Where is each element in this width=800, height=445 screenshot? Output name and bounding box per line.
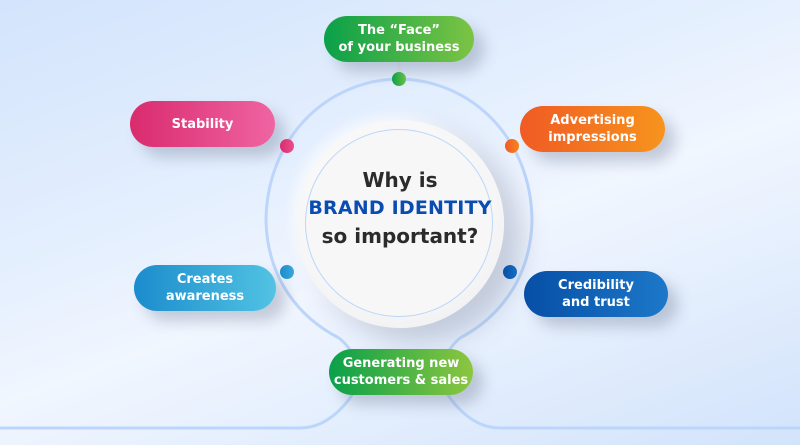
- node-label: Advertising impressions: [548, 113, 637, 145]
- node-label: Creates awareness: [165, 272, 245, 304]
- node-label: The “Face” of your business: [338, 23, 460, 55]
- node-label: Credibility and trust: [558, 278, 634, 310]
- center-line-brand: BRAND IDENTITY: [308, 197, 492, 219]
- center-line-1: Why is: [362, 168, 438, 192]
- node-stability: Stability: [130, 101, 275, 147]
- dot-credibility: [503, 265, 517, 279]
- node-credibility-trust: Credibility and trust: [524, 271, 668, 317]
- node-label: Generating new customers & sales: [333, 356, 469, 388]
- dot-stability: [280, 139, 294, 153]
- node-generating-customers: Generating new customers & sales: [329, 349, 473, 395]
- center-line-3: so important?: [321, 224, 479, 248]
- dot-face: [392, 72, 406, 86]
- dot-advertising: [505, 139, 519, 153]
- node-creates-awareness: Creates awareness: [134, 265, 276, 311]
- center-inner-ring: [305, 129, 493, 317]
- node-face-of-business: The “Face” of your business: [324, 16, 474, 62]
- center-title: Why is BRAND IDENTITY so important?: [296, 166, 504, 250]
- node-advertising-impressions: Advertising impressions: [520, 106, 665, 152]
- node-label: Stability: [171, 116, 234, 132]
- dot-awareness: [280, 265, 294, 279]
